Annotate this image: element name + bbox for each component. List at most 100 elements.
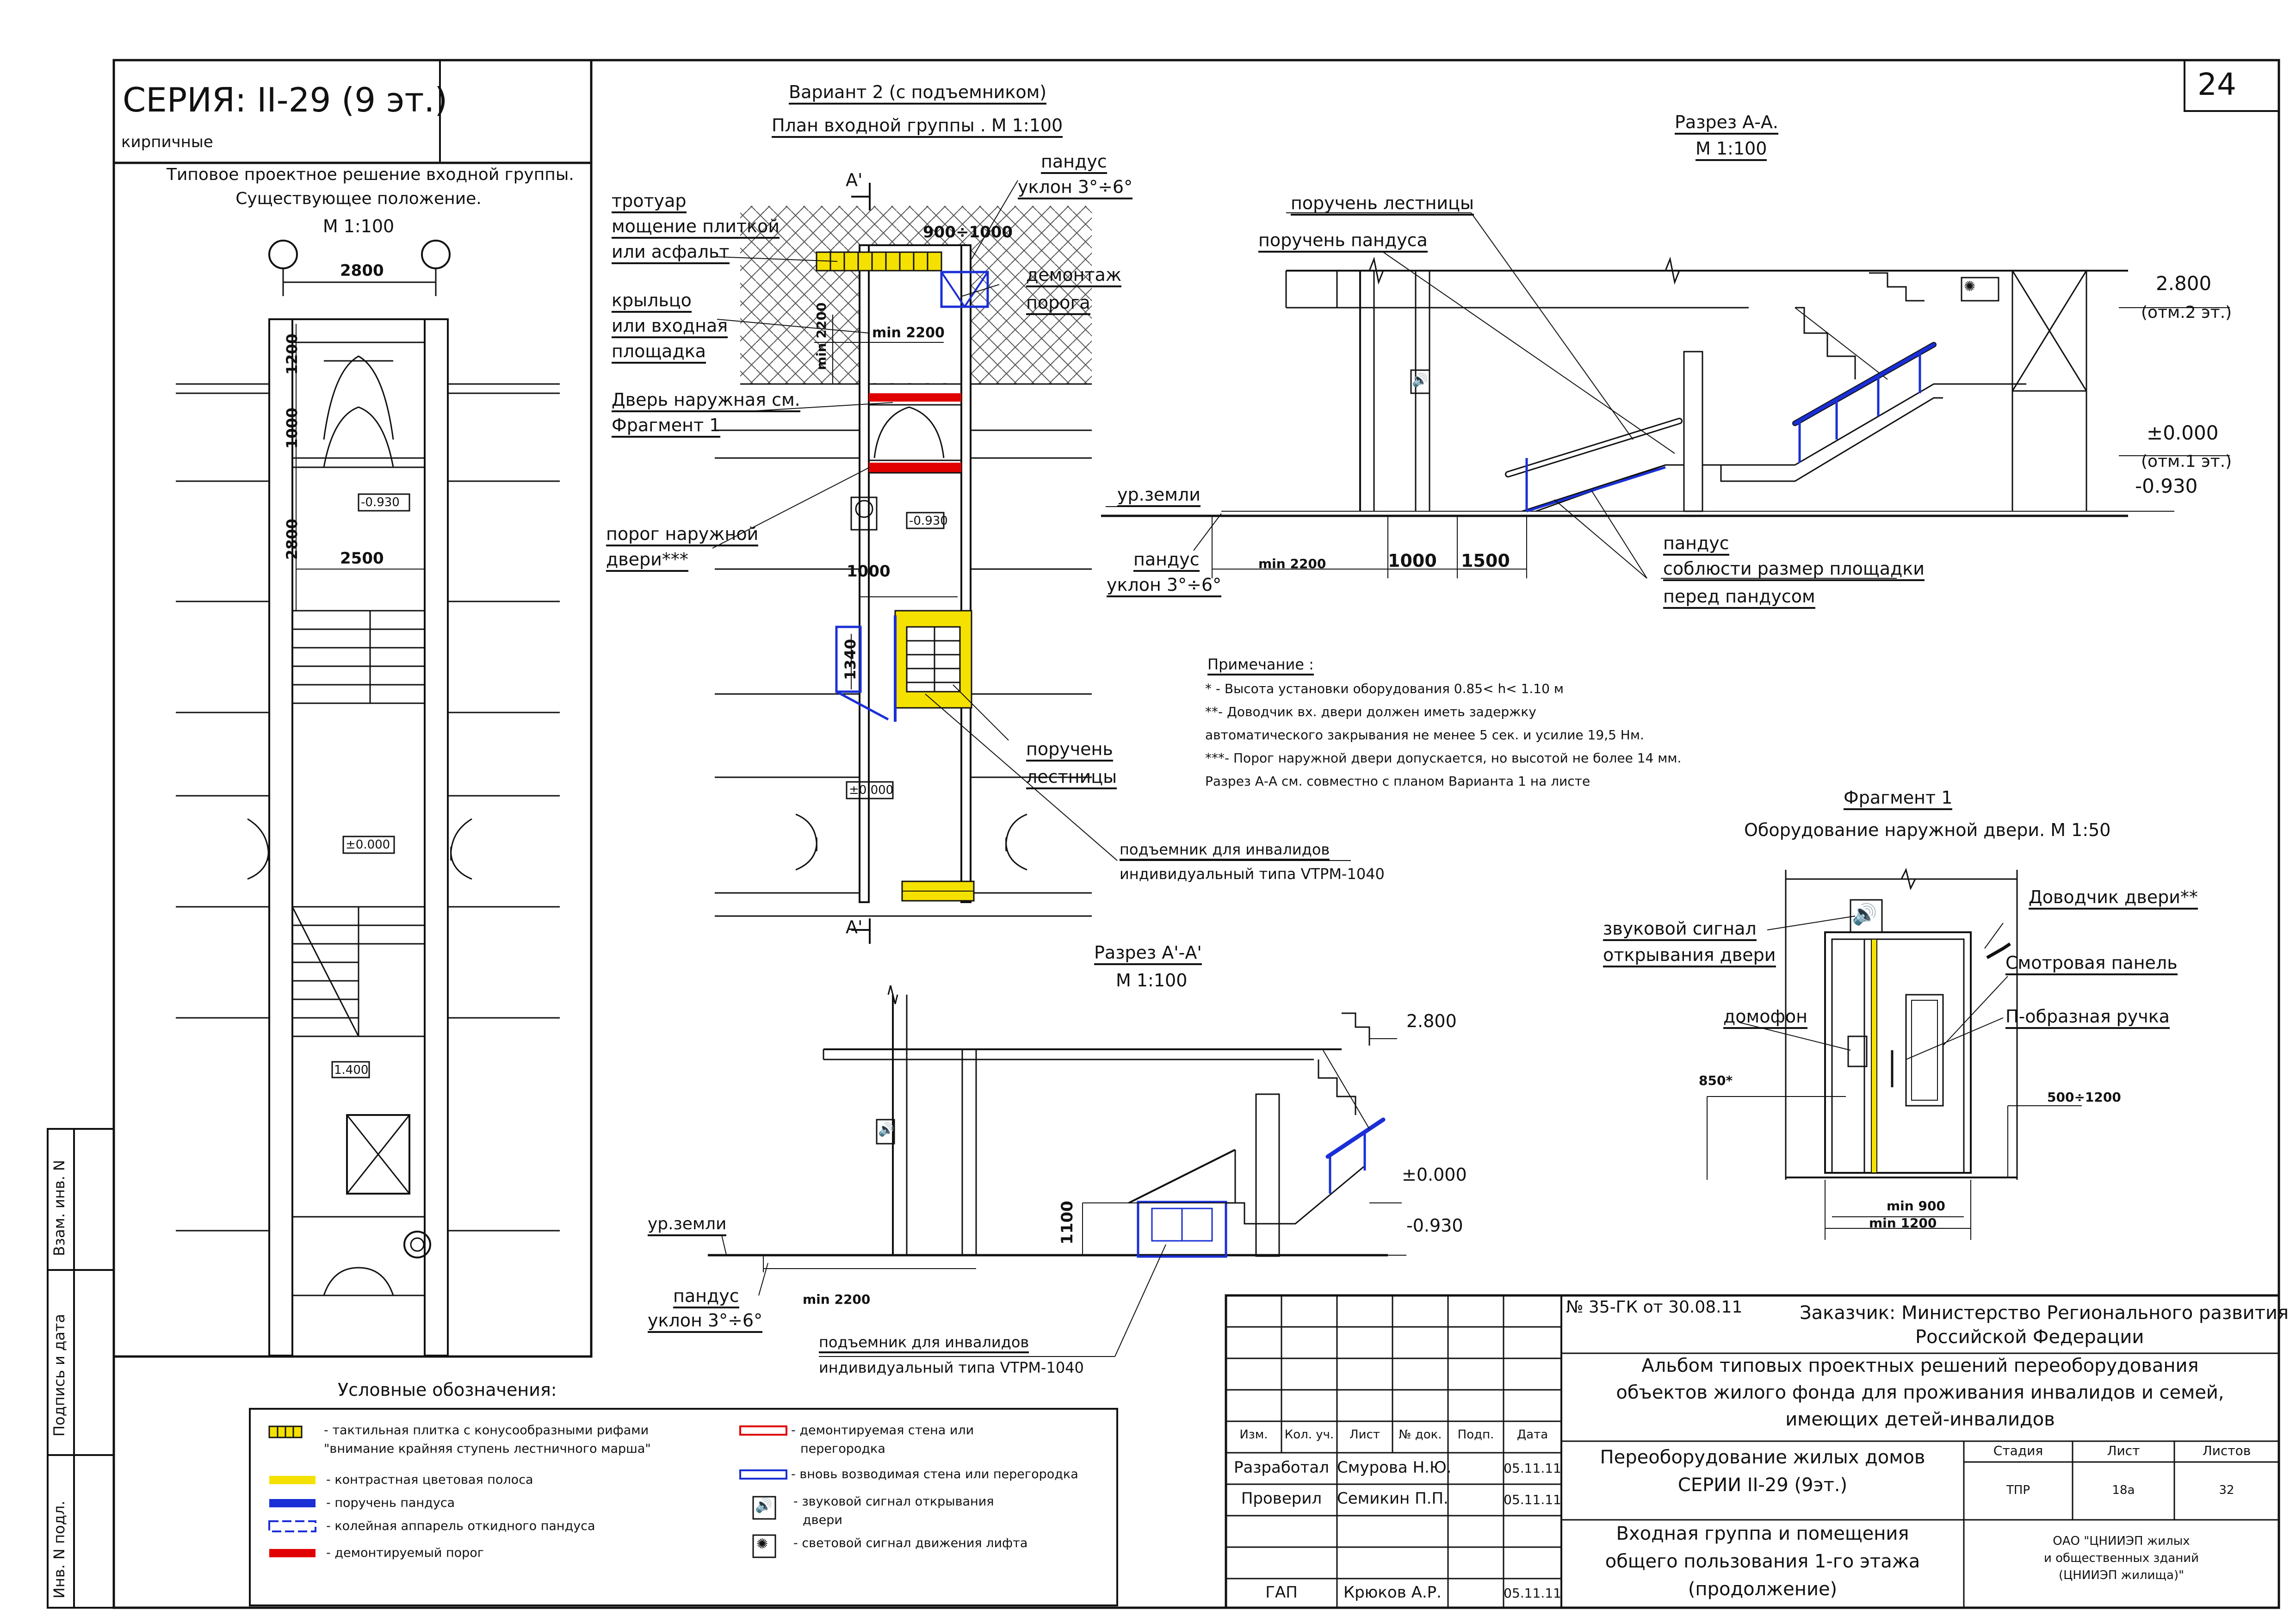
sheet-frame (112, 59, 2280, 1609)
tb-role-2: Проверил (1241, 1489, 1322, 1508)
dim-850: 850* (1699, 1073, 1733, 1088)
tb-role-3: ГАП (1265, 1583, 1298, 1602)
tb-name-2: Семикин П.П. (1337, 1489, 1448, 1508)
tb-contract: № 35-ГК от 30.08.11 (1566, 1298, 1743, 1317)
section-a1 (652, 985, 1406, 1357)
tb-org-2: и общественных зданий (2043, 1551, 2199, 1565)
tb-role-1: Разработал (1234, 1458, 1329, 1477)
label-panel: Смотровая панель (2005, 954, 2178, 975)
label-ramp-aa-2: уклон 3°÷6° (1107, 576, 1222, 597)
label-ramp-rail-aa: поручень пандуса (1258, 231, 1428, 253)
tb-col-doc: № док. (1399, 1428, 1442, 1442)
tb-stage-header: Стадия (1993, 1443, 2043, 1458)
level-existing-3: 1.400 (334, 1063, 369, 1077)
dim-min2200-a1: min 2200 (803, 1292, 871, 1307)
label-sidewalk-2: мощение плиткой (612, 217, 780, 239)
level-v2-1: -0.930 (909, 514, 948, 528)
stamp-original: Инв. N подл. (50, 1500, 68, 1598)
label-closer: Доводчик двери** (2029, 888, 2198, 910)
tb-name-3: Крюков А.Р. (1343, 1583, 1442, 1602)
dim-2500: 2500 (340, 549, 384, 568)
label-door-1: Дверь наружная см. (612, 391, 800, 412)
label-lift-plan-2: индивидуальный типа VTPM-1040 (1120, 865, 1385, 883)
tb-date-1: 05.11.11 (1504, 1461, 1561, 1476)
label-lift-a1-1: подъемник для инвалидов (819, 1335, 1029, 1353)
level-aa-2b: (отм.1 эт.) (2141, 452, 2232, 471)
legend-right-3a: - звуковой сигнал открывания (793, 1494, 994, 1509)
legend-left-1b: "внимание крайняя ступень лестничного ма… (324, 1442, 651, 1456)
label-ramp-note-3: перед пандусом (1663, 588, 1815, 609)
label-intercom: домофон (1723, 1008, 1808, 1029)
legend-right-1a: - демонтируемая стена или (791, 1423, 974, 1437)
section-aa-title: Разрез А-А. (1675, 113, 1778, 135)
tb-org-3: (ЦНИИЭП жилища)" (2058, 1568, 2185, 1582)
dim-500-1200: 500÷1200 (2047, 1090, 2121, 1105)
tb-date-2: 05.11.11 (1504, 1492, 1561, 1507)
level-aa-2: ±0.000 (2147, 421, 2219, 444)
sound-signal-icon: 🔊 (1412, 372, 1428, 388)
tb-object-1: Переоборудование жилых домов (1600, 1447, 1925, 1468)
tb-date-3: 05.11.11 (1504, 1586, 1561, 1601)
label-sound-1: звуковой сигнал (1603, 920, 1757, 941)
label-ramp-plan-1: пандус (1041, 153, 1107, 174)
label-ramp-note-2: соблюсти размер площадки (1663, 560, 1925, 581)
legend-left-2: - контрастная цветовая полоса (326, 1473, 533, 1487)
label-ramp-note-1: пандус (1663, 534, 1729, 556)
tb-org-1: ОАО "ЦНИИЭП жилых (2053, 1534, 2190, 1548)
variant2-plan (712, 180, 1351, 944)
level-aa-3: -0.930 (2135, 475, 2198, 497)
fragment1 (1707, 867, 2082, 1240)
label-ground-a1: ур.земли (648, 1216, 727, 1236)
label-porch-3: площадка (612, 342, 706, 364)
legend-left-1a: - тактильная плитка с конусообразными ри… (324, 1423, 649, 1437)
notes-line-4: ***- Порог наружной двери допускается, н… (1205, 750, 1682, 766)
label-stair-rail-aa: поручень лестницы (1291, 194, 1474, 216)
notes-line-2: **- Доводчик вх. двери должен иметь заде… (1205, 704, 1536, 719)
sound-signal-icon: 🔊 (1852, 903, 1877, 926)
label-ramp-a1-1: пандус (673, 1287, 739, 1308)
tb-customer-2: Российской Федерации (1915, 1326, 2144, 1348)
level-v2-2: ±0.000 (849, 783, 894, 797)
tb-customer-1: Заказчик: Министерство Регионального раз… (1800, 1302, 2289, 1324)
legend-right-1b: перегородка (800, 1442, 885, 1456)
legend-right-2: - вновь возводимая стена или перегородка (791, 1467, 1078, 1481)
tb-name-1: Смурова Н.Ю. (1337, 1458, 1452, 1477)
side-stamp (47, 1128, 115, 1609)
dim-min2200-plan: min 2200 (872, 325, 945, 341)
tb-col-izm: Изм. (1239, 1428, 1268, 1442)
dim-1340: 1340 (842, 638, 859, 680)
legend-title: Условные обозначения: (338, 1380, 557, 1400)
level-aa-1: 2.800 (2156, 272, 2212, 295)
label-handle: П-образная ручка (2005, 1008, 2170, 1029)
tb-sheet-value: 18а (2112, 1483, 2135, 1497)
dim-min900: min 900 (1887, 1198, 1945, 1214)
label-ground-aa: ур.земли (1117, 486, 1201, 507)
existing-plan-title-2: Существующее положение. (235, 189, 482, 208)
level-existing-1: -0.930 (361, 496, 400, 509)
existing-plan-scale: М 1:100 (322, 216, 395, 236)
fragment1-title: Фрагмент 1 (1844, 789, 1953, 810)
tb-col-sign: Подп. (1457, 1428, 1494, 1442)
level-aa-1b: (отм.2 эт.) (2141, 303, 2232, 322)
light-signal-icon: ✺ (1964, 279, 1976, 295)
legend-left-3: - поручень пандуса (326, 1496, 455, 1510)
section-aa-scale: М 1:100 (1696, 140, 1767, 161)
dim-1500-aa: 1500 (1461, 551, 1510, 571)
label-dismantle-1: демонтаж (1026, 266, 1122, 287)
label-lift-a1-2: индивидуальный типа VTPM-1040 (819, 1359, 1084, 1376)
tb-col-kol: Кол. уч. (1284, 1428, 1334, 1442)
section-a1-title: Разрез А'-А' (1094, 944, 1202, 965)
dim-2800-left: 2800 (283, 518, 301, 560)
tb-stage-value: ТПР (2006, 1483, 2030, 1497)
section-aa (1101, 212, 2230, 579)
tb-sheet-header: Лист (2107, 1443, 2140, 1458)
legend-right-4: - световой сигнал движения лифта (793, 1536, 1028, 1550)
dim-min2200-vert: min 2200 (814, 302, 829, 370)
label-sidewalk-3: или асфальт (612, 243, 730, 264)
tb-object-2: СЕРИИ II-29 (9эт.) (1677, 1474, 1848, 1496)
label-stair-rail-2: лестницы (1026, 768, 1117, 789)
label-threshold-1: порог наружной (606, 525, 759, 546)
dim-1200: 1200 (283, 333, 301, 375)
